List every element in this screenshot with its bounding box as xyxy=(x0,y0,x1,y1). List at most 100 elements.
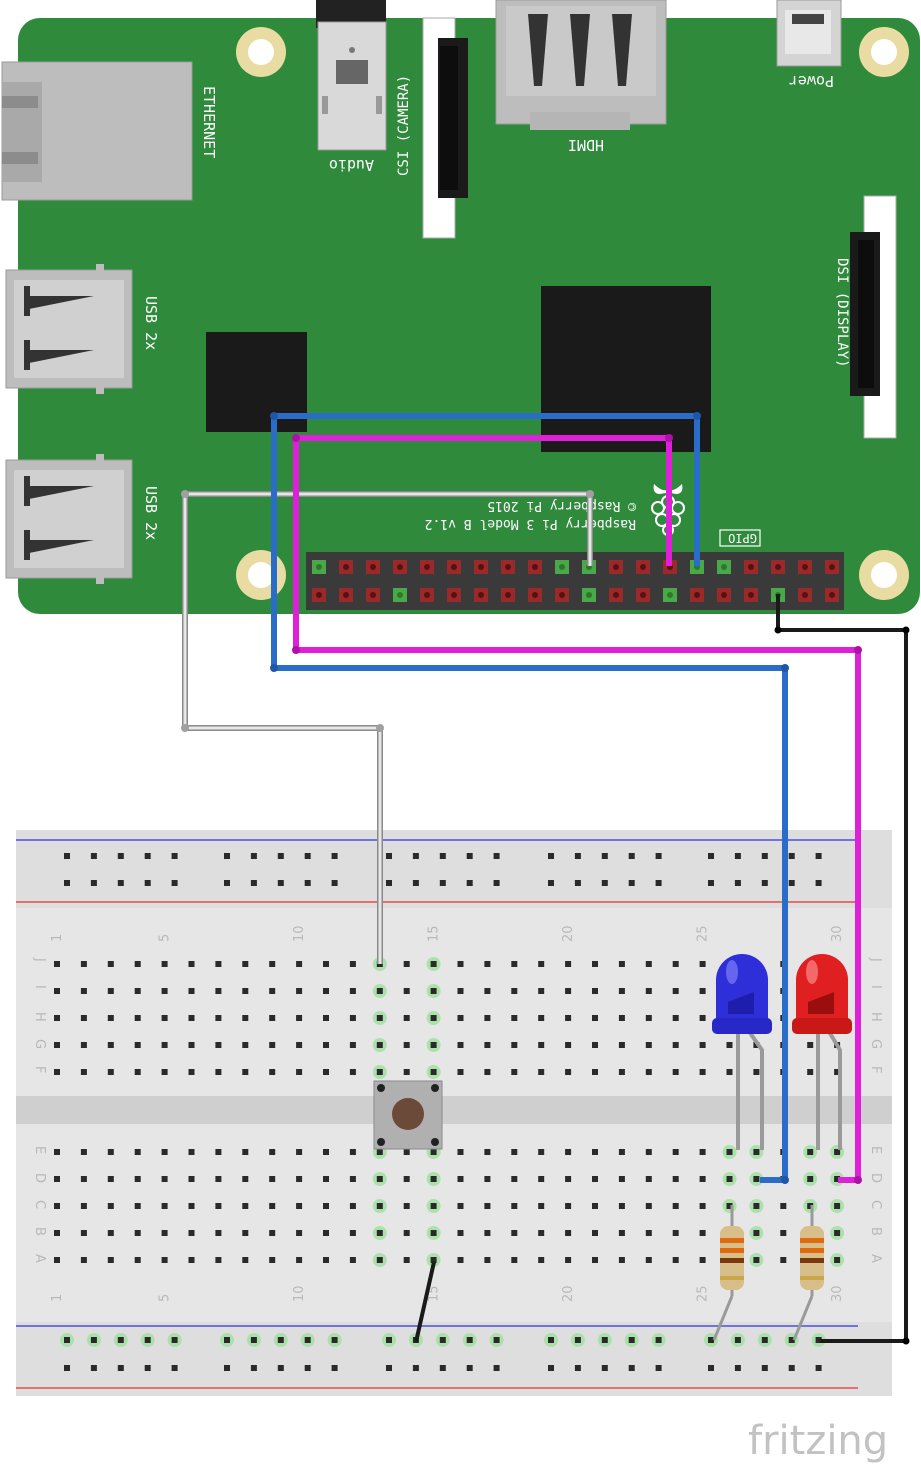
breadboard-hole xyxy=(538,961,545,967)
breadboard-hole xyxy=(565,988,572,994)
breadboard-hole xyxy=(161,961,168,967)
breadboard-hole xyxy=(161,1069,168,1075)
gpio-header xyxy=(306,552,844,610)
breadboard-hole xyxy=(601,880,608,886)
breadboard-hole xyxy=(80,1257,87,1263)
row-letter: B xyxy=(868,1227,883,1236)
breadboard-hole xyxy=(645,1015,652,1021)
wire-magenta xyxy=(292,434,862,1184)
breadboard-hole xyxy=(699,988,706,994)
breadboard-hole xyxy=(134,1257,141,1263)
breadboard-hole xyxy=(296,1042,303,1048)
row-letter: F xyxy=(868,1066,883,1073)
breadboard-hole xyxy=(349,988,356,994)
breadboard-hole xyxy=(134,961,141,967)
breadboard-hole xyxy=(161,988,168,994)
breadboard-hole xyxy=(161,1203,168,1209)
breadboard-hole xyxy=(699,1176,706,1182)
breadboard-hole xyxy=(655,853,662,859)
breadboard-hole xyxy=(215,1042,222,1048)
breadboard-hole xyxy=(386,853,392,859)
breadboard-hole xyxy=(538,988,545,994)
breadboard-hole xyxy=(538,1203,545,1209)
breadboard-hole xyxy=(331,880,338,886)
usb-label-1: USB 2x xyxy=(142,296,160,350)
breadboard-hole xyxy=(215,1069,222,1075)
breadboard-hole xyxy=(107,1015,114,1021)
breadboard-hole xyxy=(331,1365,338,1371)
gpio-label: GPIO xyxy=(728,531,757,545)
breadboard-hole xyxy=(672,1203,679,1209)
breadboard-hole xyxy=(242,988,249,994)
breadboard-hole xyxy=(277,1365,284,1371)
breadboard-hole xyxy=(466,880,473,886)
breadboard-hole xyxy=(574,853,581,859)
breadboard-hole xyxy=(548,853,554,859)
breadboard-hole xyxy=(171,1337,178,1343)
breadboard-hole xyxy=(144,853,151,859)
breadboard-hole xyxy=(466,853,473,859)
breadboard-hole xyxy=(403,1149,410,1155)
breadboard-hole xyxy=(323,1149,329,1155)
breadboard-hole xyxy=(323,1230,329,1236)
breadboard-hole xyxy=(574,1337,581,1343)
breadboard-hole xyxy=(349,1203,356,1209)
breadboard-hole xyxy=(672,988,679,994)
breadboard-hole xyxy=(457,1257,464,1263)
mounting-holes xyxy=(236,27,909,600)
breadboard-hole xyxy=(439,853,446,859)
breadboard-hole xyxy=(511,1176,518,1182)
usb-label-2: USB 2x xyxy=(142,486,160,540)
power-port xyxy=(776,0,842,67)
breadboard-hole xyxy=(215,1015,222,1021)
breadboard-hole xyxy=(296,1015,303,1021)
breadboard-hole xyxy=(511,1257,518,1263)
breadboard-hole xyxy=(815,880,822,886)
breadboard-hole xyxy=(565,1176,572,1182)
breadboard-hole xyxy=(815,1337,822,1343)
breadboard-hole xyxy=(753,1176,760,1182)
breadboard-hole xyxy=(224,1365,230,1371)
breadboard-hole xyxy=(548,1337,554,1343)
breadboard-hole xyxy=(90,880,97,886)
breadboard-hole xyxy=(672,1176,679,1182)
breadboard-hole xyxy=(807,1203,814,1209)
breadboard-hole xyxy=(269,1069,276,1075)
breadboard-hole xyxy=(242,1042,249,1048)
breadboard-hole xyxy=(592,988,598,994)
breadboard-hole xyxy=(672,1149,679,1155)
breadboard-hole xyxy=(618,1176,625,1182)
breadboard-hole xyxy=(592,1203,598,1209)
breadboard-hole xyxy=(753,1203,760,1209)
breadboard-hole xyxy=(430,1149,437,1155)
breadboard-hole xyxy=(117,880,124,886)
breadboard-hole xyxy=(565,1042,572,1048)
breadboard-hole xyxy=(592,1042,598,1048)
breadboard-hole xyxy=(277,853,284,859)
breadboard-hole xyxy=(323,1257,329,1263)
csi-connector xyxy=(422,17,468,239)
breadboard-hole xyxy=(601,1337,608,1343)
gpio-pins xyxy=(312,560,839,602)
breadboard-hole xyxy=(655,1337,662,1343)
breadboard-hole xyxy=(592,1230,598,1236)
breadboard-hole xyxy=(215,1176,222,1182)
breadboard-hole xyxy=(215,1230,222,1236)
breadboard-hole xyxy=(161,1176,168,1182)
breadboard-hole xyxy=(403,1257,410,1263)
breadboard-hole xyxy=(699,1257,706,1263)
column-number: 5 xyxy=(158,934,173,942)
breadboard-hole xyxy=(466,1365,473,1371)
breadboard-hole xyxy=(242,1230,249,1236)
breadboard-hole xyxy=(403,1015,410,1021)
breadboard-hole xyxy=(54,961,60,967)
breadboard-hole xyxy=(269,1203,276,1209)
breadboard-hole xyxy=(54,1257,60,1263)
breadboard-hole xyxy=(250,1365,257,1371)
breadboard-hole xyxy=(188,1069,195,1075)
breadboard-hole xyxy=(601,853,608,859)
row-letter: H xyxy=(32,1012,47,1022)
breadboard-hole xyxy=(144,1337,151,1343)
